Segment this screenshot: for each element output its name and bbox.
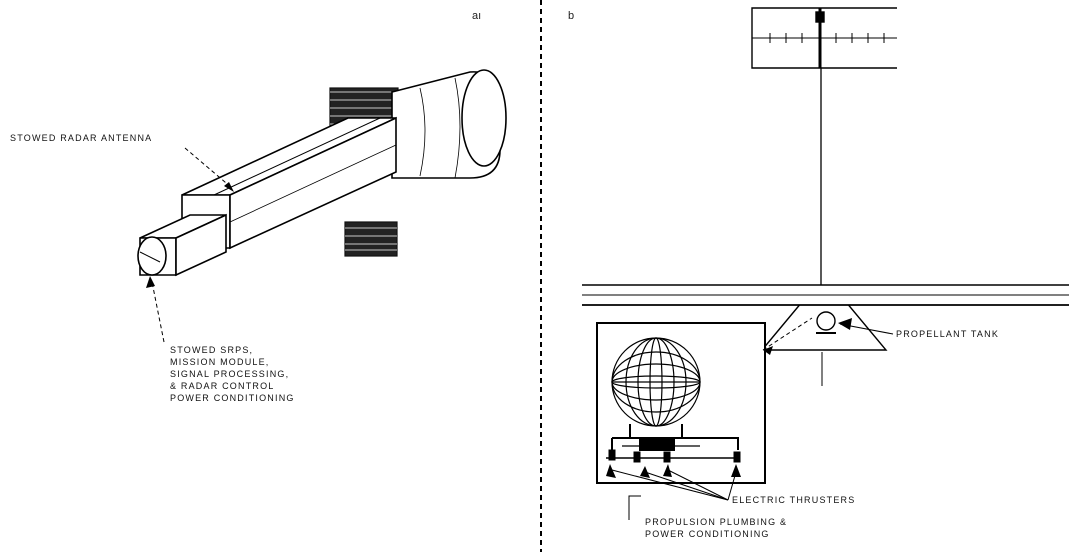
srps-line-4: & RADAR CONTROL bbox=[170, 381, 275, 391]
panel-a-label: aı bbox=[472, 10, 482, 22]
stowed-srps-label: STOWED SRPS, MISSION MODULE, SIGNAL PROC… bbox=[170, 344, 295, 404]
antenna-box-side bbox=[229, 116, 397, 250]
srps-line-2: MISSION MODULE, bbox=[170, 357, 270, 367]
stowed-spacecraft-drawing bbox=[137, 69, 507, 277]
propulsion-line-1: PROPULSION PLUMBING & bbox=[645, 517, 788, 527]
srps-line-1: STOWED SRPS, bbox=[170, 345, 254, 355]
panel-a-leaders bbox=[151, 147, 233, 343]
stowed-radar-antenna-label: STOWED RADAR ANTENNA bbox=[10, 133, 153, 143]
thruster-inset bbox=[596, 322, 766, 484]
inset-thruster-nozzles bbox=[608, 449, 741, 463]
electric-thrusters-label: ELECTRIC THRUSTERS bbox=[732, 495, 856, 505]
propellant-tank bbox=[816, 311, 836, 331]
deployed-spacecraft-drawing bbox=[582, 7, 1069, 386]
rear-cylinder-cap bbox=[461, 69, 507, 167]
antenna-hatch-lower bbox=[344, 221, 398, 257]
panel-b-arrowheads bbox=[606, 318, 852, 478]
nose-side bbox=[175, 213, 227, 277]
nose-end-cap bbox=[137, 236, 167, 276]
panel-b-label: b bbox=[568, 10, 575, 22]
propellant-tank-label: PROPELLANT TANK bbox=[896, 329, 1000, 339]
srps-line-5: POWER CONDITIONING bbox=[170, 393, 295, 403]
arrowhead-antenna bbox=[224, 182, 234, 192]
arrowhead-srps bbox=[146, 276, 155, 288]
propulsion-plumbing-label: PROPULSION PLUMBING & POWER CONDITIONING bbox=[645, 516, 787, 540]
inset-sphere bbox=[611, 337, 701, 427]
panel-b-leaders bbox=[611, 317, 894, 520]
propulsion-line-2: POWER CONDITIONING bbox=[645, 529, 770, 539]
srps-line-3: SIGNAL PROCESSING, bbox=[170, 369, 290, 379]
